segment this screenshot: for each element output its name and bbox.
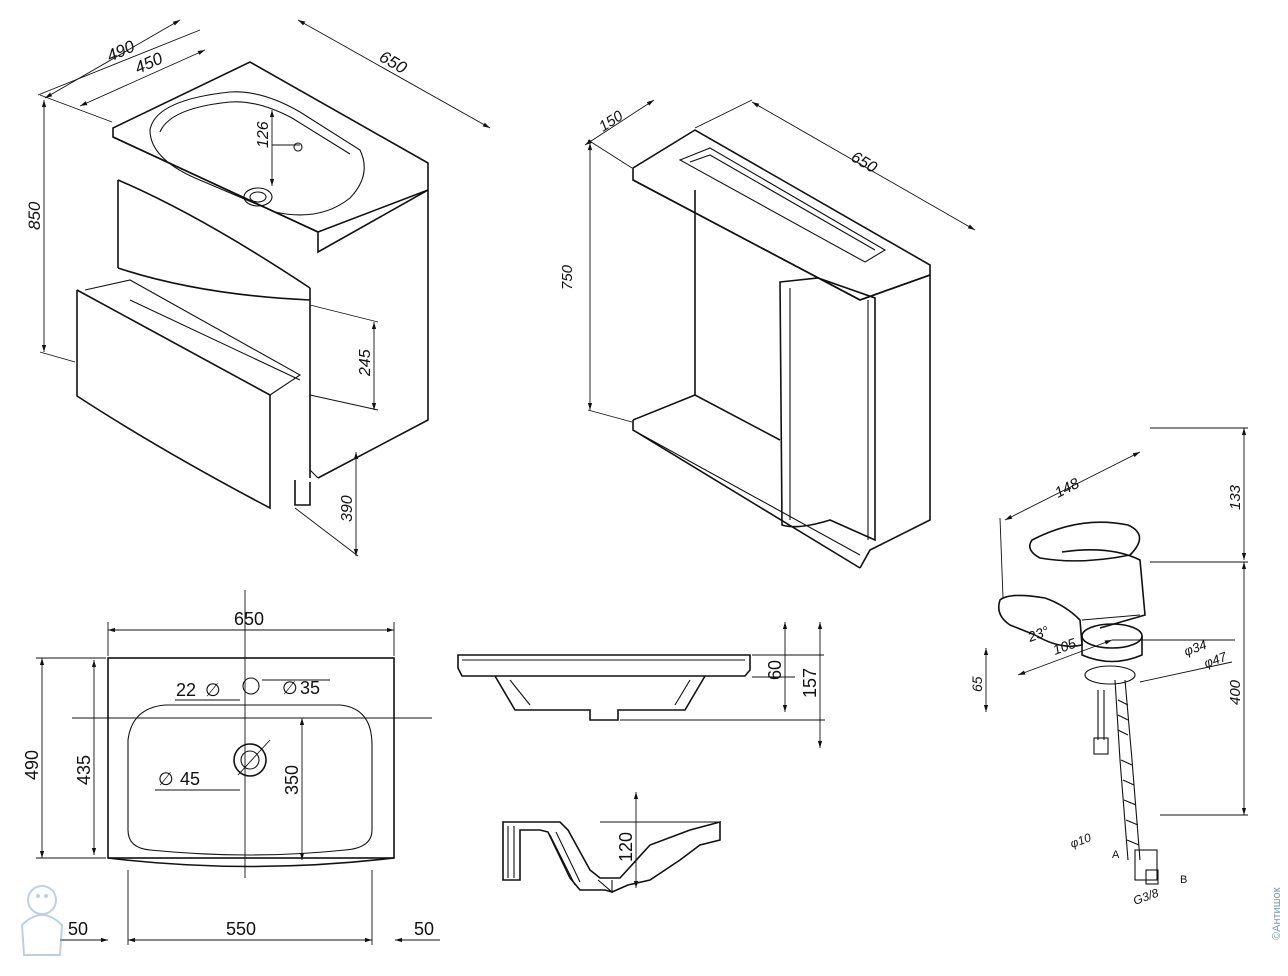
top-view-side-right: 50 [414, 919, 434, 939]
cabinet-lower-height: 390 [339, 495, 356, 522]
top-view-bowl-depth: 350 [282, 765, 302, 795]
side-view-dimensions: 60 157 [620, 622, 825, 748]
basin-section-view: 120 [502, 792, 721, 894]
top-view-depth: 490 [22, 750, 42, 780]
faucet-hose-dia: φ10 [1068, 830, 1093, 851]
top-view-width: 650 [234, 609, 264, 629]
faucet-dia-34: φ34 [1182, 637, 1209, 659]
section-dimensions: 120 [600, 792, 720, 888]
basin-top-view: 650 490 435 350 22 ∅ ∅ 35 ∅ 45 50 550 50 [22, 590, 440, 945]
faucet-base-height: 65 [969, 676, 985, 692]
faucet-label-a: A [1112, 849, 1120, 861]
faucet-angle: 23° [1025, 622, 1052, 645]
top-view-overflow: 35 [300, 678, 320, 698]
cabinet-width: 650 [376, 47, 411, 78]
mirror-height: 750 [559, 264, 576, 290]
faucet-dimensions: 148 133 400 23° 105 65 φ34 φ47 φ10 G3/8 … [969, 427, 1248, 908]
top-view-dimensions: 650 490 435 350 22 ∅ ∅ 35 ∅ 45 50 550 50 [22, 609, 440, 945]
top-view-tap-hole-symbol: ∅ [205, 680, 221, 700]
faucet-spout-span: 105 [1051, 635, 1079, 658]
faucet-total-height: 400 [1227, 679, 1244, 705]
faucet-reach: 148 [1052, 475, 1083, 502]
watermark-logo [20, 885, 64, 956]
mirror-dimensions: 150 650 750 [559, 99, 976, 423]
side-view-total: 157 [800, 668, 820, 698]
faucet-dia-47: φ47 [1202, 649, 1229, 671]
mirror-depth: 150 [596, 107, 627, 135]
cabinet-drawer-height: 245 [357, 349, 374, 377]
faucet-view: 148 133 400 23° 105 65 φ34 φ47 φ10 G3/8 … [969, 427, 1248, 908]
top-view-drain-symbol: ∅ [158, 769, 174, 789]
top-view-bowl-width: 550 [226, 919, 256, 939]
top-view-drain: 45 [180, 769, 200, 789]
basin-side-view: 60 157 [457, 622, 825, 748]
top-view-inner-depth: 435 [74, 755, 94, 785]
cabinet-depth-bowl: 450 [132, 49, 166, 78]
cabinet-tap-offset: 126 [255, 121, 272, 148]
faucet-thread: G3/8 [1131, 886, 1161, 908]
section-depth: 120 [616, 832, 636, 862]
faucet-label-b: B [1180, 874, 1187, 886]
cabinet-height: 850 [25, 201, 44, 230]
mirror-cabinet-view: 150 650 750 [559, 99, 976, 569]
faucet-top-height: 133 [1227, 484, 1244, 510]
vanity-cabinet-view: 490 450 650 850 126 245 390 [25, 19, 491, 557]
side-view-rim: 60 [765, 660, 785, 680]
watermark-text: ©Антишок [1271, 887, 1283, 940]
top-view-overflow-symbol: ∅ [282, 678, 298, 698]
top-view-side-left: 50 [68, 919, 88, 939]
top-view-tap-hole: 22 [176, 680, 196, 700]
